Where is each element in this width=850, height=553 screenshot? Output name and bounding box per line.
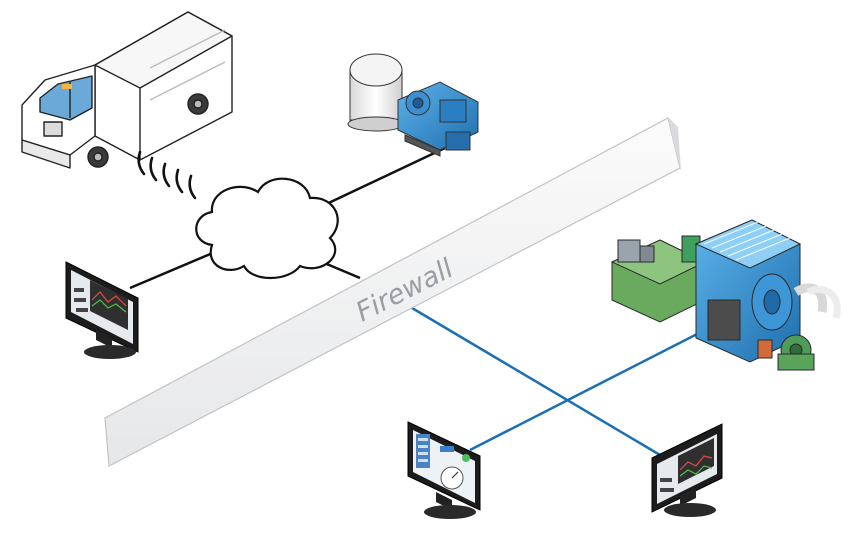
cloud-icon — [195, 177, 339, 279]
truck-icon — [21, 11, 233, 169]
hmi-monitor-left — [65, 261, 139, 359]
link-firewall-monitor-right — [411, 306, 661, 457]
link-cloud-firewall — [321, 260, 361, 280]
link-cloud-monitor-left — [129, 250, 216, 290]
compressor-icon — [347, 53, 479, 157]
monitor-icon — [65, 261, 139, 359]
hmi-monitor-bottom-right — [651, 423, 723, 517]
external-links — [129, 146, 446, 290]
wifi-signal-icon — [137, 150, 197, 200]
firewall: Firewall — [104, 117, 681, 467]
firewall-side-face — [668, 118, 681, 170]
industrial-machine-icon — [610, 219, 841, 371]
hmi-monitor-bottom-center — [407, 421, 481, 519]
link-cloud-compressor — [317, 146, 446, 210]
internal-links — [411, 306, 706, 457]
monitor-icon — [407, 421, 481, 519]
link-machine-monitor-center — [469, 328, 706, 452]
monitor-icon — [651, 423, 723, 517]
